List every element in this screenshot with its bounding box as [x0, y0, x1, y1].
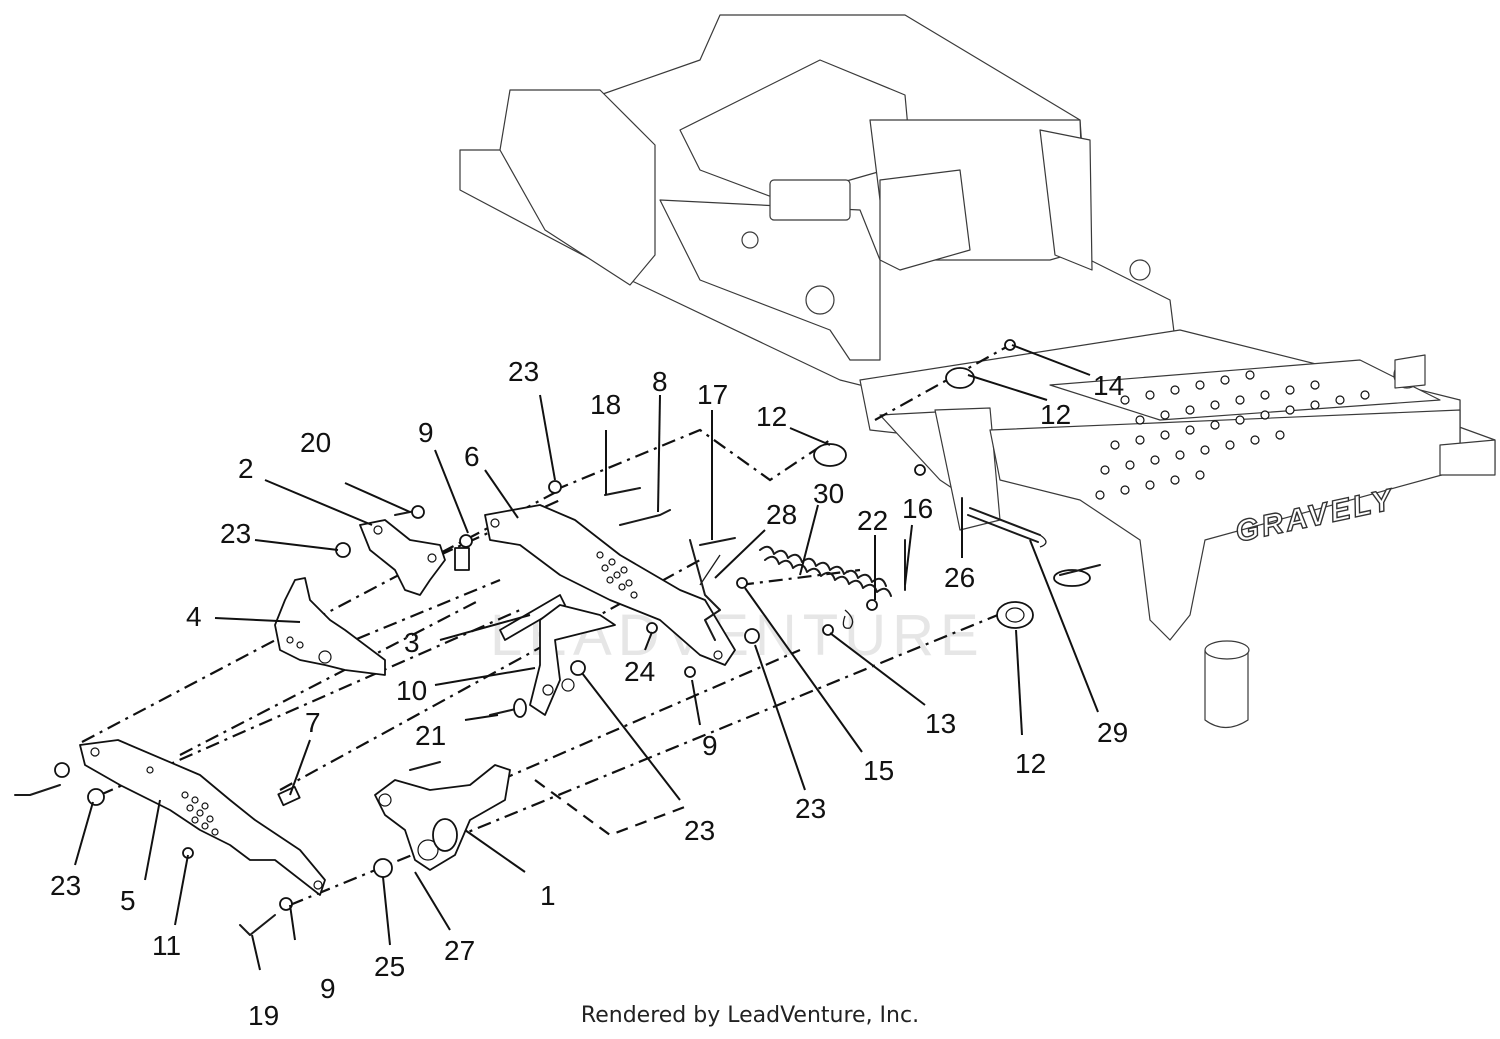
- part-10-lever: [529, 604, 616, 716]
- callout-11: 11: [152, 930, 181, 961]
- bushings: [813, 339, 1101, 629]
- callout-12b: 12: [1040, 399, 1071, 430]
- callout-2: 2: [238, 453, 254, 484]
- callout-12a: 12: [756, 401, 787, 432]
- callout-21: 21: [415, 720, 446, 751]
- callout-18: 18: [590, 389, 621, 420]
- callout-13: 13: [925, 708, 956, 739]
- callout-26: 26: [944, 562, 975, 593]
- callouts: 1 2 3 4 5 6 7 8 9 9 9 10 11 12 12 12 13 …: [50, 356, 1128, 1031]
- callout-23d: 23: [684, 815, 715, 846]
- callout-9a: 9: [418, 417, 434, 448]
- callout-5: 5: [120, 885, 136, 916]
- part-29-rod: [967, 507, 1047, 548]
- callout-28: 28: [766, 499, 797, 530]
- step-plate-holes: [1095, 370, 1370, 500]
- callout-1: 1: [540, 880, 556, 911]
- callout-27: 27: [444, 935, 475, 966]
- callout-8: 8: [652, 366, 668, 397]
- callout-15: 15: [863, 755, 894, 786]
- part-4-bracket: [274, 577, 386, 676]
- callout-12c: 12: [1015, 748, 1046, 779]
- part-28-link: [689, 539, 721, 641]
- part-5-mounting-plate: [79, 739, 326, 896]
- callout-23a: 23: [220, 518, 251, 549]
- callout-4: 4: [186, 601, 202, 632]
- callout-3: 3: [404, 627, 420, 658]
- callout-16: 16: [902, 493, 933, 524]
- part-2-lever: [359, 519, 470, 596]
- callout-29: 29: [1097, 717, 1128, 748]
- callout-20: 20: [300, 427, 331, 458]
- callout-23c: 23: [50, 870, 81, 901]
- callout-9c: 9: [320, 973, 336, 1004]
- part-1-arm: [374, 764, 511, 871]
- callout-9b: 9: [702, 730, 718, 761]
- callout-19: 19: [248, 1000, 279, 1031]
- callout-22: 22: [857, 505, 888, 536]
- callout-30: 30: [813, 478, 844, 509]
- callout-23e: 23: [795, 793, 826, 824]
- part-3-plate: [499, 594, 566, 641]
- part-30-spring: [759, 545, 892, 629]
- callout-6: 6: [464, 441, 480, 472]
- callout-23b: 23: [508, 356, 539, 387]
- callout-10: 10: [396, 675, 427, 706]
- callout-24: 24: [624, 656, 655, 687]
- callout-25: 25: [374, 951, 405, 982]
- hardware: [14, 464, 963, 936]
- mower-frame: GRAVELY: [459, 14, 1496, 729]
- footer-credit: Rendered by LeadVenture, Inc.: [580, 1003, 920, 1028]
- callout-17: 17: [697, 379, 728, 410]
- callout-7: 7: [305, 707, 321, 738]
- part-6-mounting-plate: [484, 504, 736, 666]
- callout-14: 14: [1093, 370, 1124, 401]
- leader-lines: [74, 344, 1099, 971]
